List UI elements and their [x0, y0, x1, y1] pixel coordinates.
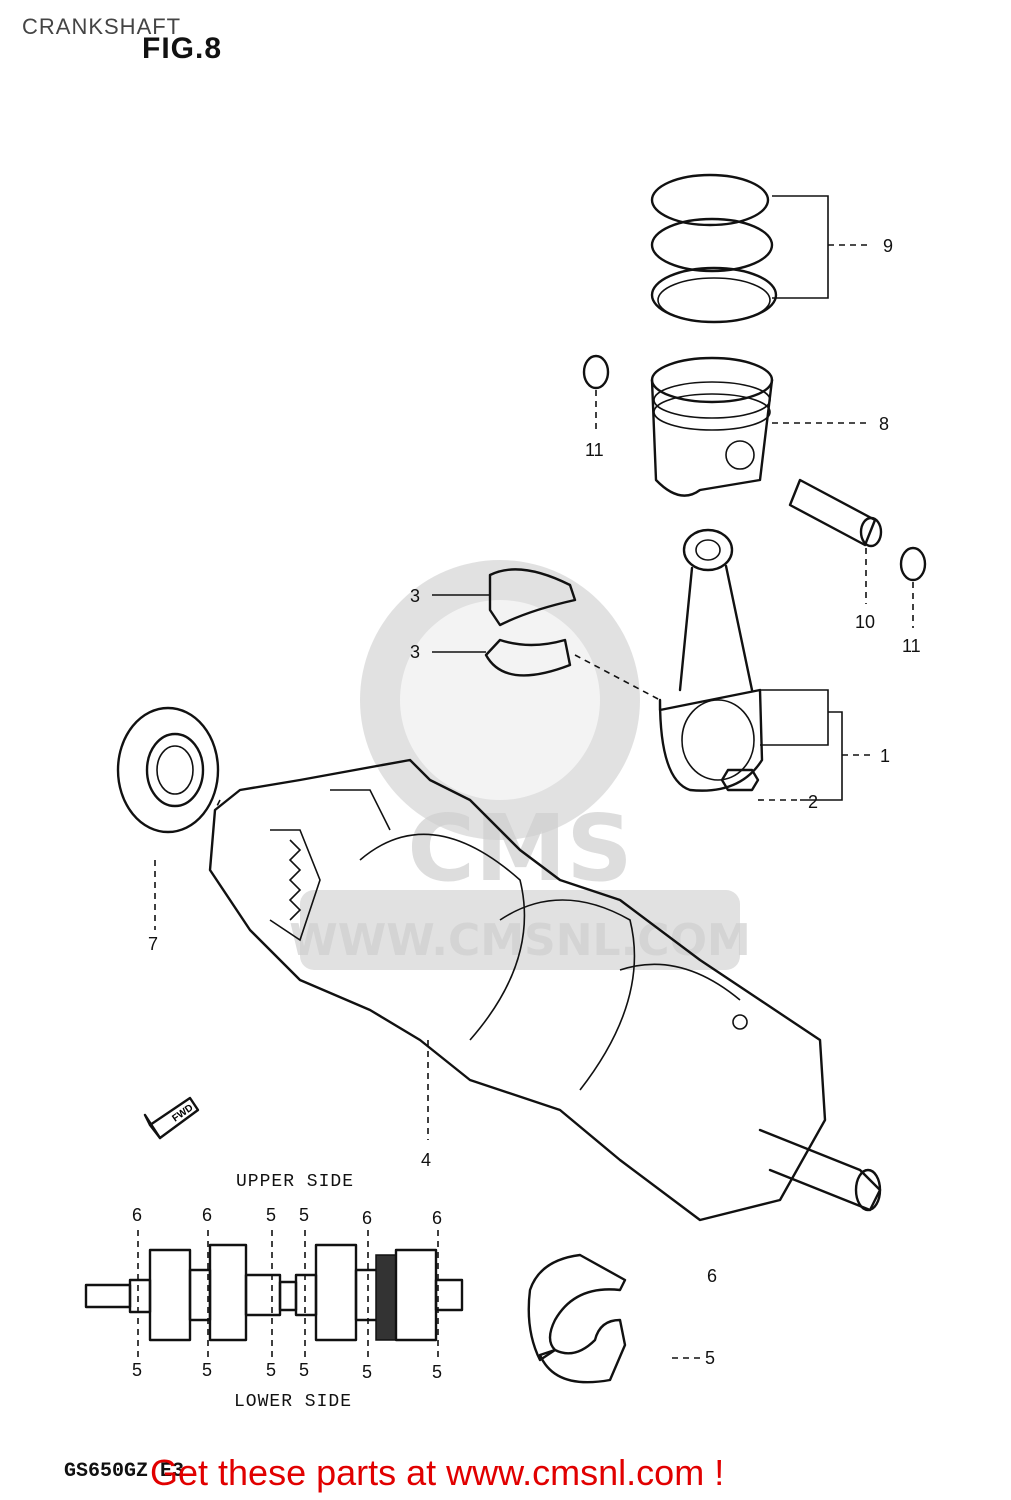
watermark-url: WWW.CMSNL.COM	[289, 915, 751, 966]
callout-6-main: 6	[707, 1266, 718, 1286]
callout-2: 2	[808, 792, 819, 812]
lower-number: 5	[299, 1360, 310, 1380]
lower-number: 5	[132, 1360, 143, 1380]
diagram-title: CRANKSHAFT	[22, 14, 182, 39]
callout-3-lower: 3	[410, 642, 421, 662]
circlip-right	[899, 546, 927, 582]
rod-nut	[720, 768, 760, 792]
callout-8: 8	[879, 414, 890, 434]
main-bearing-halves	[527, 1253, 627, 1384]
upper-number: 5	[266, 1205, 277, 1225]
lower-number: 5	[362, 1362, 373, 1382]
bearing-layout-crank	[84, 1230, 464, 1360]
callout-7: 7	[148, 934, 159, 954]
callout-11-right: 11	[902, 636, 921, 656]
callout-10: 10	[855, 612, 876, 632]
upper-number: 5	[299, 1205, 310, 1225]
piston-rings	[650, 173, 778, 324]
model-code: GS650GZ E3	[64, 1460, 185, 1483]
callout-9: 9	[883, 236, 894, 256]
callout-1: 1	[880, 746, 891, 766]
lower-number: 5	[202, 1360, 213, 1380]
callout-4: 4	[421, 1150, 432, 1170]
fwd-arrow-icon: FWD	[143, 1096, 200, 1140]
crankshaft	[208, 758, 882, 1222]
callout-5-main: 5	[705, 1348, 716, 1368]
figure-number: FIG.8	[142, 32, 223, 65]
lower-number: 5	[432, 1362, 443, 1382]
connecting-rod	[658, 528, 764, 792]
parts-link[interactable]: Get these parts at www.cmsnl.com !	[150, 1452, 725, 1493]
conrod-bearing-upper	[488, 568, 577, 627]
lower-side-label: LOWER SIDE	[234, 1392, 353, 1412]
callout-3-upper: 3	[410, 586, 421, 606]
upper-side-label: UPPER SIDE	[236, 1172, 355, 1192]
upper-number: 6	[362, 1208, 373, 1228]
upper-number: 6	[202, 1205, 213, 1225]
piston	[650, 356, 774, 497]
conrod-bearing-lower	[484, 638, 572, 677]
circlip-left	[582, 354, 610, 390]
piston-pin	[788, 478, 883, 548]
oil-seal	[116, 706, 220, 834]
lower-number: 5	[266, 1360, 277, 1380]
upper-number: 6	[432, 1208, 443, 1228]
callout-11-left: 11	[585, 440, 604, 460]
upper-number: 6	[132, 1205, 143, 1225]
